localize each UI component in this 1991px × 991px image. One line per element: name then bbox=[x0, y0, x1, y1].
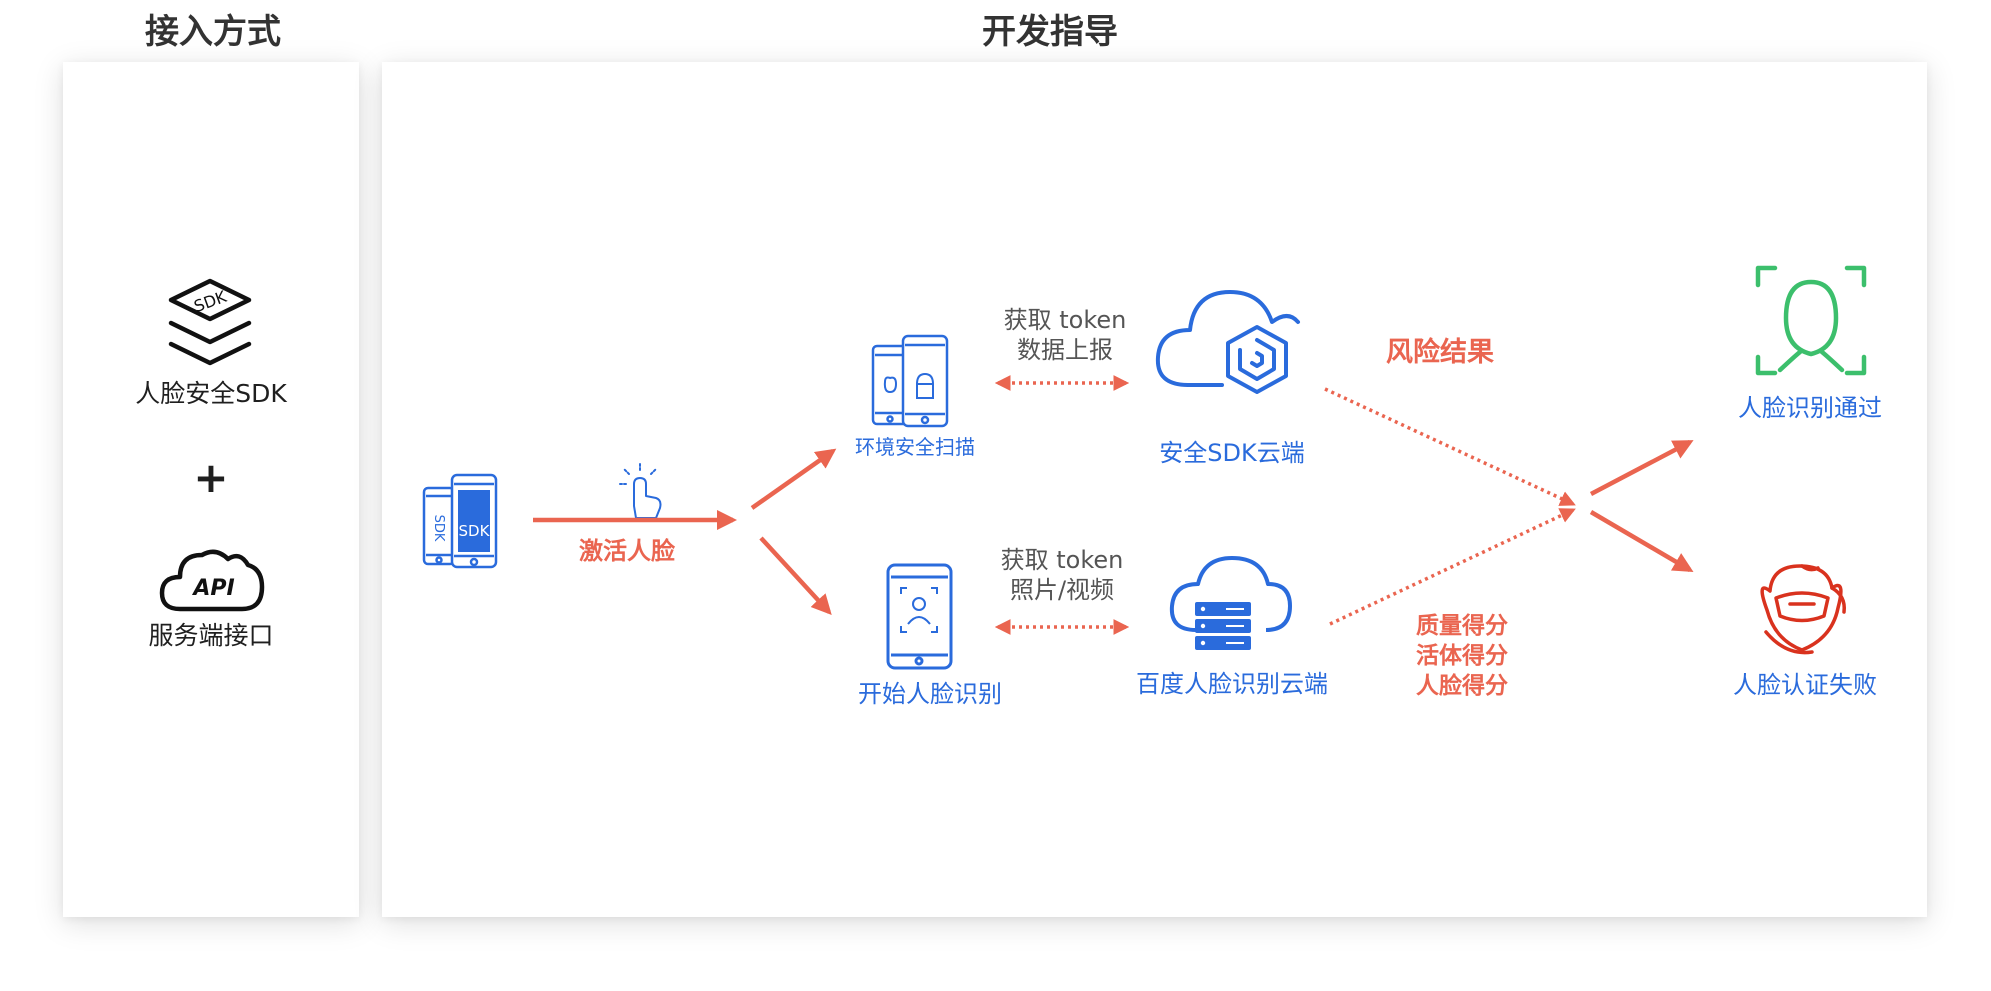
sdk-layers-icon: SDK bbox=[168, 278, 252, 366]
phone-sdk-text-left: SDK bbox=[431, 515, 446, 542]
top-exchange-line2: 数据上报 bbox=[1017, 336, 1113, 364]
face-scan-phone-icon bbox=[886, 563, 953, 670]
score-quality: 质量得分 bbox=[1416, 613, 1508, 639]
start-face-label: 开始人脸识别 bbox=[858, 680, 1002, 708]
fail-label: 人脸认证失败 bbox=[1733, 671, 1877, 699]
phone-sdk-text-right: SDK bbox=[459, 522, 491, 540]
cloud-server-icon bbox=[1169, 556, 1292, 650]
api-cloud-icon: API bbox=[159, 549, 265, 612]
sdk-cloud-label: 安全SDK云端 bbox=[1159, 439, 1305, 467]
plus-sign: + bbox=[193, 453, 229, 502]
face-frame-icon bbox=[1755, 265, 1867, 376]
sdk-label: 人脸安全SDK bbox=[135, 379, 287, 408]
tap-icon bbox=[618, 462, 662, 519]
api-label: 服务端接口 bbox=[148, 621, 274, 650]
score-face: 人脸得分 bbox=[1416, 673, 1508, 699]
bottom-exchange-line2: 照片/视频 bbox=[1009, 576, 1115, 604]
masked-face-icon bbox=[1760, 564, 1846, 655]
ios-android-phones-icon bbox=[871, 334, 949, 428]
top-exchange-line1: 获取 token bbox=[1003, 306, 1127, 334]
env-scan-label: 环境安全扫描 bbox=[855, 435, 975, 459]
score-liveness: 活体得分 bbox=[1416, 643, 1508, 669]
pass-label: 人脸识别通过 bbox=[1738, 394, 1882, 422]
dual-phone-sdk-icon bbox=[422, 473, 498, 569]
bottom-exchange-line1: 获取 token bbox=[1000, 546, 1124, 574]
risk-result-label: 风险结果 bbox=[1386, 337, 1494, 368]
api-icon-text: API bbox=[191, 576, 234, 601]
guide-section-title: 开发指导 bbox=[982, 12, 1118, 52]
activate-label: 激活人脸 bbox=[579, 537, 675, 565]
cloud-hexagon-icon bbox=[1155, 290, 1300, 394]
access-panel bbox=[63, 62, 359, 917]
guide-panel bbox=[382, 62, 1927, 917]
access-section-title: 接入方式 bbox=[145, 12, 281, 52]
baidu-cloud-label: 百度人脸识别云端 bbox=[1136, 670, 1328, 698]
